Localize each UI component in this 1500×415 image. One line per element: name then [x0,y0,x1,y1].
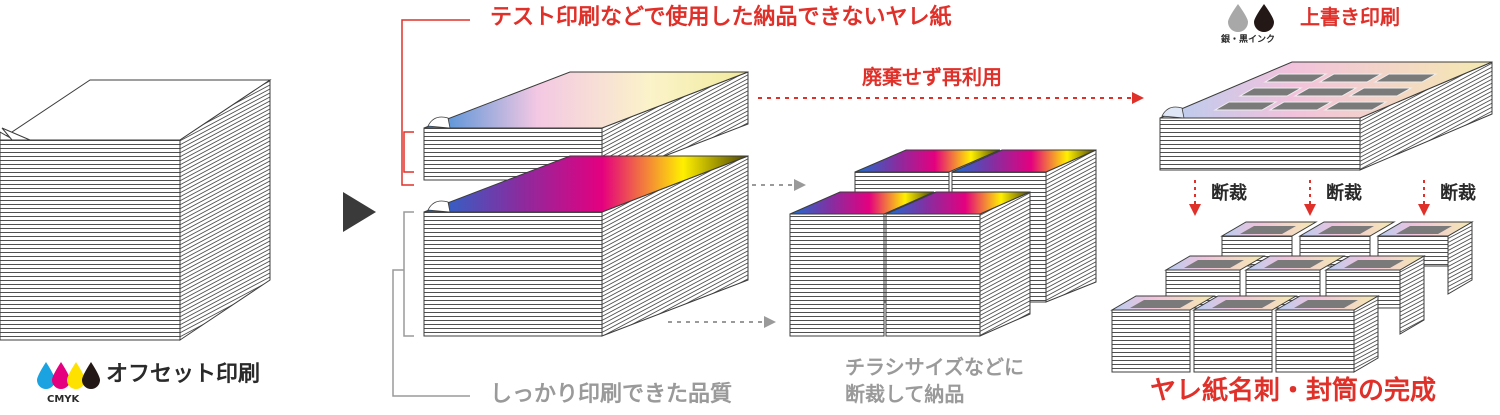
overprint-stack [1159,61,1493,171]
quality-print-stack [423,155,749,337]
cut-label-3: 断裁 [1440,183,1476,204]
waste-bracket-inner [403,131,414,173]
offset-print-label: オフセット印刷 [106,362,261,387]
offset-print-stack [0,79,272,341]
quality-connector [392,269,470,397]
silver-black-ink-label: 銀・黒インク [1221,35,1276,45]
flyer-label-line1: チラシサイズなどに [845,355,1024,379]
waste-bracket [401,19,470,186]
quality-bracket [403,211,414,337]
reuse-label: 廃棄せず再利用 [862,65,1002,89]
cmyk-ink-icon [37,362,100,389]
complete-label: ヤレ紙名刺・封筒の完成 [1150,376,1437,406]
cut-label-1: 断裁 [1211,183,1247,204]
waste-paper-label: テスト印刷などで使用した納品できないヤレ紙 [490,5,952,30]
quality-label: しっかり印刷できた品質 [490,382,733,407]
overprint-label: 上書き印刷 [1300,5,1400,29]
flyer-label-line2: 断裁して納品 [845,382,965,406]
flyer-stacks [789,149,1097,337]
waste-paper-stack [423,71,749,181]
silver-black-ink-icon [1228,4,1274,32]
cut-label-2: 断裁 [1326,183,1362,204]
process-arrow [343,192,376,232]
cmyk-label: CMYK [47,394,80,405]
business-card-stacks [1110,221,1474,373]
